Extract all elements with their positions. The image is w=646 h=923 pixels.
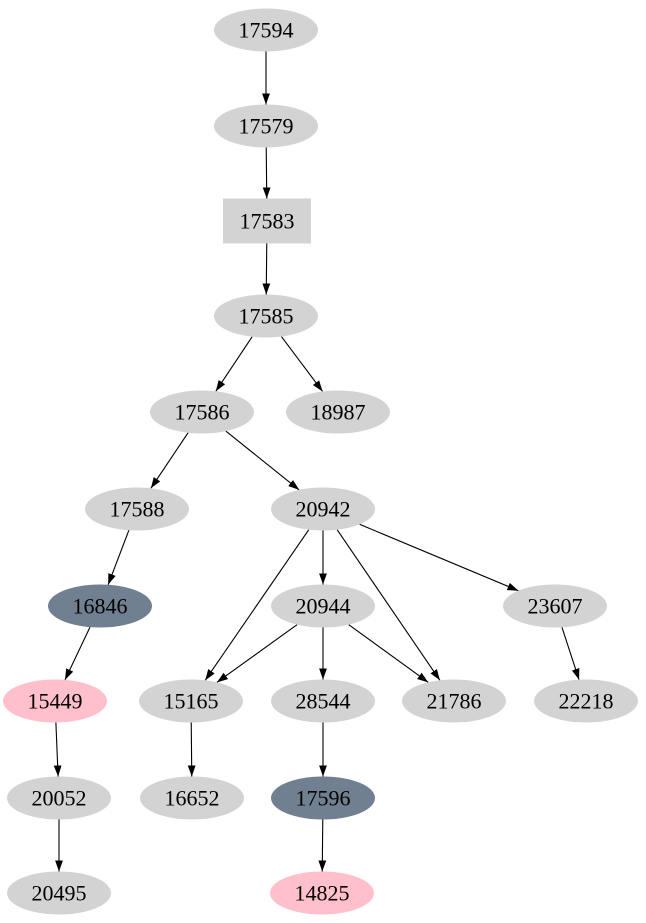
node-17583: 17583 <box>223 198 311 244</box>
node-label: 16846 <box>73 594 128 619</box>
node-label: 17579 <box>239 114 294 139</box>
node-label: 15165 <box>164 689 219 714</box>
node-21786: 21786 <box>402 679 506 723</box>
node-ellipse-shape <box>402 679 506 723</box>
node-ellipse-shape <box>214 294 318 338</box>
node-ellipse-shape <box>150 390 254 434</box>
node-label: 15449 <box>28 689 83 714</box>
node-label: 22218 <box>559 689 614 714</box>
node-label: 20052 <box>32 786 87 811</box>
node-ellipse-shape <box>270 871 374 915</box>
node-ellipse-shape <box>214 8 318 52</box>
node-label: 17583 <box>240 209 295 234</box>
node-ellipse-shape <box>7 776 111 820</box>
node-label: 20495 <box>32 881 87 906</box>
node-ellipse-shape <box>286 390 390 434</box>
node-ellipse-shape <box>139 679 243 723</box>
edge-20944-21786 <box>348 624 429 683</box>
node-20944: 20944 <box>271 584 375 628</box>
node-ellipse-shape <box>534 679 638 723</box>
edge-15449-20052 <box>53 722 62 777</box>
node-ellipse-shape <box>85 487 189 531</box>
edge-20942-15165 <box>204 529 310 681</box>
node-label: 21786 <box>427 689 482 714</box>
node-17585: 17585 <box>214 294 318 338</box>
node-label: 20944 <box>296 594 351 619</box>
node-label: 16652 <box>165 786 220 811</box>
node-20495: 20495 <box>7 871 111 915</box>
node-label: 18987 <box>311 400 366 425</box>
node-22218: 22218 <box>534 679 638 723</box>
node-ellipse-shape <box>271 776 375 820</box>
node-23607: 23607 <box>503 584 607 628</box>
edge-15165-16652 <box>187 722 196 777</box>
edge-23607-22218 <box>561 627 580 680</box>
edge-17583-17585 <box>262 243 271 295</box>
node-ellipse-shape <box>48 584 152 628</box>
node-label: 14825 <box>295 881 350 906</box>
edge-17585-17586 <box>215 336 253 392</box>
edge-17586-20942 <box>225 430 300 491</box>
node-17594: 17594 <box>214 8 318 52</box>
node-15165: 15165 <box>139 679 243 723</box>
node-17586: 17586 <box>150 390 254 434</box>
node-ellipse-shape <box>7 871 111 915</box>
edge-17579-17583 <box>262 147 271 199</box>
node-label: 17594 <box>239 18 294 43</box>
node-ellipse-shape <box>271 679 375 723</box>
node-label: 20942 <box>296 497 351 522</box>
node-16846: 16846 <box>48 584 152 628</box>
edge-17588-16846 <box>107 530 130 585</box>
edge-17586-17588 <box>150 432 189 489</box>
node-label: 17585 <box>239 304 294 329</box>
node-15449: 15449 <box>3 679 107 723</box>
edge-16846-15449 <box>64 626 91 681</box>
node-ellipse-shape <box>140 776 244 820</box>
node-ellipse-shape <box>214 104 318 148</box>
edge-17596-14825 <box>318 819 327 872</box>
node-ellipse-shape <box>3 679 107 723</box>
node-16652: 16652 <box>140 776 244 820</box>
edge-20942-21786 <box>336 529 441 681</box>
node-17596: 17596 <box>271 776 375 820</box>
node-box-shape <box>223 198 311 244</box>
node-17579: 17579 <box>214 104 318 148</box>
edge-17585-18987 <box>280 336 324 392</box>
node-label: 28544 <box>296 689 351 714</box>
node-ellipse-shape <box>503 584 607 628</box>
node-17588: 17588 <box>85 487 189 531</box>
edge-20944-15165 <box>216 624 298 683</box>
node-ellipse-shape <box>271 584 375 628</box>
node-20942: 20942 <box>271 487 375 531</box>
node-14825: 14825 <box>270 871 374 915</box>
node-ellipse-shape <box>271 487 375 531</box>
node-20052: 20052 <box>7 776 111 820</box>
node-18987: 18987 <box>286 390 390 434</box>
node-label: 23607 <box>528 594 583 619</box>
edge-20942-23607 <box>359 523 519 592</box>
node-label: 17588 <box>110 497 165 522</box>
node-label: 17596 <box>296 786 351 811</box>
node-28544: 28544 <box>271 679 375 723</box>
node-label: 17586 <box>175 400 230 425</box>
